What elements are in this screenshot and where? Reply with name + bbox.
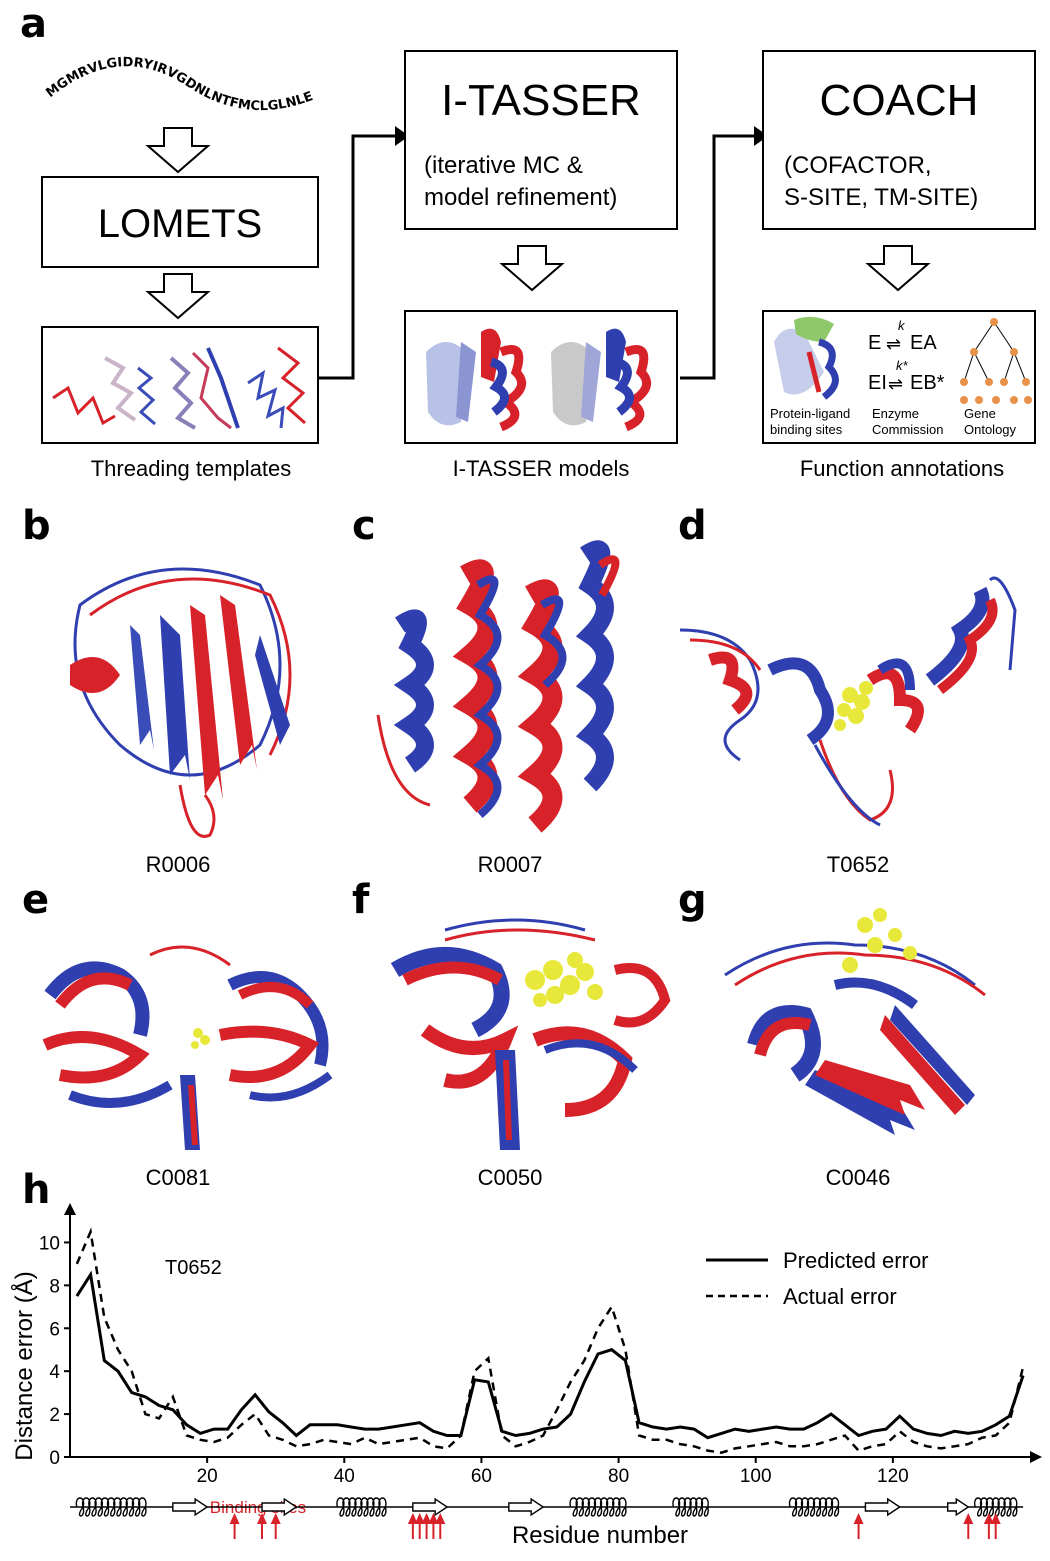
panel-label-f: f [352,880,369,920]
itasser-models-box [404,310,678,444]
caption-function-annotations: Function annotations [762,456,1042,482]
structure-label-d: T0652 [778,852,938,878]
strand-arrow-mark [865,1499,899,1515]
coach-title: COACH [764,76,1034,126]
hollow-arrow-2 [146,272,210,320]
structure-label-c: R0007 [430,852,590,878]
svg-text:MGMRVLGIDRYIRVGDNLNTFMCLGLNLE: MGMRVLGIDRYIRVGDNLNTFMCLGLNLE [43,55,315,114]
binding-site-arrowhead-icon [963,1513,973,1524]
y-axis-arrow-icon [64,1203,76,1215]
coach-subtitle-2: S-SITE, TM-SITE) [784,184,978,212]
ec-ei: EI [868,372,887,395]
y-tick-label: 0 [49,1448,60,1469]
ec-equilibrium-icon-1: ⇌ [886,334,901,355]
hollow-arrow-3 [500,244,564,292]
ec-equilibrium-icon-2: ⇌ [888,374,903,395]
lomets-box: LOMETS [41,176,319,268]
structure-label-g: C0046 [778,1165,938,1191]
x-tick-label: 80 [608,1466,629,1487]
itasser-subtitle-2: model refinement) [424,184,617,212]
strand-arrow-mark [948,1499,969,1515]
structure-image-b [40,545,340,845]
itasser-box: I-TASSER (iterative MC & model refinemen… [404,50,678,230]
panel-label-e: e [22,880,49,920]
binding-site-arrowhead-icon [854,1513,864,1524]
ec-k: k [898,318,905,333]
y-tick-label: 10 [39,1233,60,1254]
gene-ontology-tree-icon [960,318,1032,404]
distance-error-chart: Distance error (Å) Residue number T0652 … [0,1191,1050,1561]
hollow-arrow-4 [866,244,930,292]
strand-arrow-mark [173,1499,207,1515]
panel-label-d: d [678,506,707,546]
lomets-label: LOMETS [43,178,317,270]
fn-binding-label-1: Protein-ligand [770,406,850,421]
chart-annotation: T0652 [165,1257,222,1279]
x-tick-label: 20 [197,1466,218,1487]
structure-image-g [715,905,1005,1155]
coach-box: COACH (COFACTOR, S-SITE, TM-SITE) [762,50,1036,230]
template-structures-image [43,328,317,442]
fn-enzyme-label-2: Commission [872,422,944,437]
connector-itasser-to-coach [680,120,770,380]
structure-label-f: C0050 [430,1165,590,1191]
caption-itasser-models: I-TASSER models [404,456,678,482]
ec-e: E [868,332,881,355]
x-axis-label: Residue number [512,1522,688,1549]
caption-threading-templates: Threading templates [41,456,341,482]
panel-label-a: a [20,4,47,44]
sequence-curve: MGMRVLGIDRYIRVGDNLNTFMCLGLNLE [40,40,360,120]
structure-image-c [370,535,670,845]
ec-ea: EA [910,332,937,355]
fn-enzyme-label-1: Enzyme [872,406,919,421]
structure-image-f [385,900,695,1160]
ec-eb: EB* [910,372,944,395]
fn-go-label-2: Ontology [964,422,1016,437]
ec-kstar: k* [896,358,908,373]
threading-templates-box [41,326,319,444]
y-tick-label: 4 [49,1362,60,1383]
x-tick-label: 100 [740,1466,772,1487]
fn-go-label-1: Gene [964,406,996,421]
panel-label-b: b [22,506,51,546]
y-axis-label: Distance error (Å) [10,1271,38,1460]
fn-binding-label-2: binding sites [770,422,842,437]
y-tick-label: 6 [49,1319,60,1340]
itasser-title: I-TASSER [406,76,676,126]
x-tick-label: 40 [334,1466,355,1487]
structure-label-b: R0006 [98,852,258,878]
legend-predicted: Predicted error [783,1248,929,1273]
strand-arrow-mark [509,1499,543,1515]
y-tick-label: 8 [49,1276,60,1297]
structure-image-e [30,915,360,1165]
legend-actual: Actual error [783,1284,897,1309]
itasser-subtitle-1: (iterative MC & [424,152,583,180]
x-axis-arrow-icon [1030,1451,1042,1463]
strand-arrow-mark [413,1499,447,1515]
coach-subtitle-1: (COFACTOR, [784,152,932,180]
x-tick-label: 120 [877,1466,909,1487]
structure-image-d [670,570,1040,850]
hollow-arrow-1 [146,126,210,174]
sequence-text: MGMRVLGIDRYIRVGDNLNTFMCLGLNLE [43,55,315,114]
y-tick-label: 2 [49,1405,60,1426]
x-tick-label: 60 [471,1466,492,1487]
structure-label-e: C0081 [98,1165,258,1191]
itasser-models-image [406,312,676,442]
connector-lomets-to-itasser [319,120,409,380]
function-annotations-box: E k ⇌ EA EI k* ⇌ EB* Protein-ligand bind… [762,310,1036,444]
